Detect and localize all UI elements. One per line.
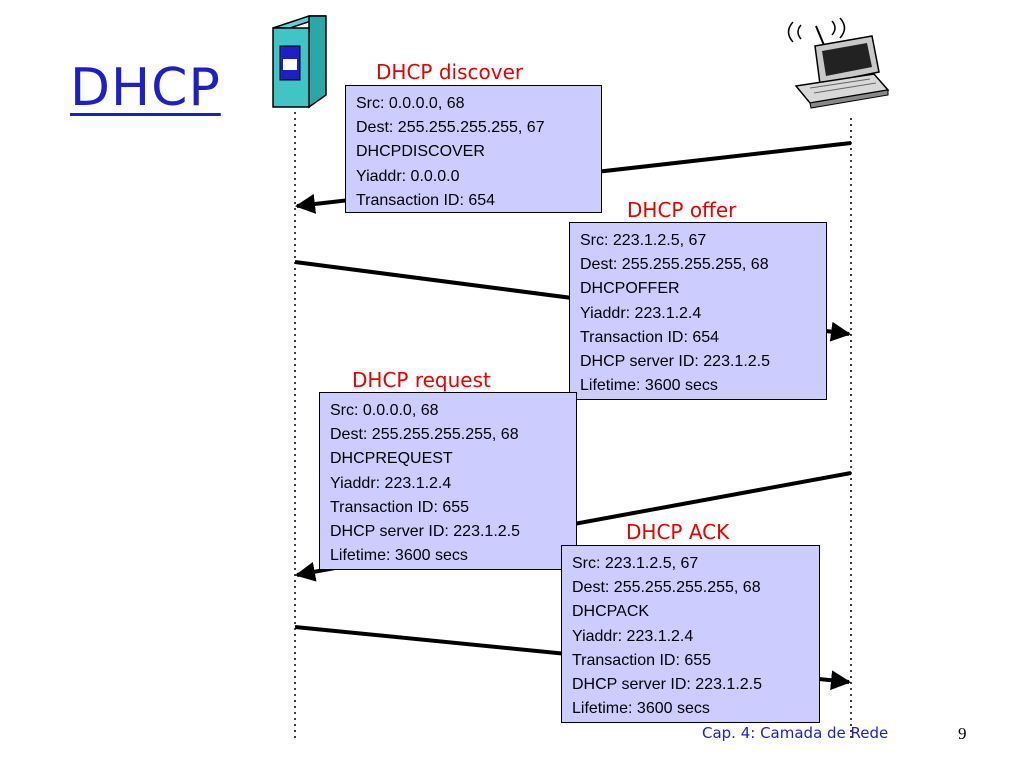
ack-message-box: Src: 223.1.2.5, 67 Dest: 255.255.255.255… — [561, 545, 820, 723]
ack-field: DHCPACK — [572, 603, 650, 621]
ack-field: Transaction ID: 655 — [572, 651, 712, 669]
offer-field: Transaction ID: 654 — [580, 328, 720, 346]
server-tower-icon — [272, 15, 327, 109]
discover-field: Dest: 255.255.255.255, 67 — [356, 119, 545, 137]
discover-field: DHCPDISCOVER — [356, 143, 485, 161]
footer-chapter: Cap. 4: Camada de Rede — [702, 724, 889, 742]
request-field: Dest: 255.255.255.255, 68 — [330, 426, 519, 444]
request-field: DHCP server ID: 223.1.2.5 — [330, 523, 521, 541]
ack-field: Src: 223.1.2.5, 67 — [572, 555, 699, 572]
ack-field: Yiaddr: 223.1.2.4 — [572, 627, 694, 645]
wireless-laptop-icon — [787, 17, 890, 109]
discover-field: Src: 0.0.0.0, 68 — [356, 95, 465, 112]
request-field: Src: 0.0.0.0, 68 — [330, 402, 439, 419]
offer-message-box: Src: 223.1.2.5, 67 Dest: 255.255.255.255… — [569, 222, 827, 400]
slide-title: DHCP — [70, 58, 221, 118]
discover-label: DHCP discover — [376, 60, 524, 84]
ack-field: DHCP server ID: 223.1.2.5 — [572, 676, 763, 694]
offer-field: DHCP server ID: 223.1.2.5 — [580, 353, 771, 371]
discover-field: Yiaddr: 0.0.0.0 — [356, 167, 460, 185]
offer-field: Src: 223.1.2.5, 67 — [580, 232, 707, 249]
ack-field: Dest: 255.255.255.255, 68 — [572, 579, 761, 597]
discover-message-box: Src: 0.0.0.0, 68 Dest: 255.255.255.255, … — [345, 85, 602, 213]
offer-label: DHCP offer — [627, 198, 737, 222]
ack-label: DHCP ACK — [626, 520, 730, 544]
request-field: Lifetime: 3600 secs — [330, 547, 468, 565]
page-number: 9 — [958, 724, 967, 743]
offer-field: Dest: 255.255.255.255, 68 — [580, 256, 769, 274]
offer-field: Yiaddr: 223.1.2.4 — [580, 304, 702, 322]
request-message-box: Src: 0.0.0.0, 68 Dest: 255.255.255.255, … — [319, 392, 577, 570]
request-label: DHCP request — [352, 368, 491, 392]
offer-field: DHCPOFFER — [580, 280, 680, 298]
request-field: Transaction ID: 655 — [330, 498, 470, 516]
ack-field: Lifetime: 3600 secs — [572, 700, 710, 718]
request-field: DHCPREQUEST — [330, 450, 453, 468]
offer-field: Lifetime: 3600 secs — [580, 377, 718, 395]
discover-field: Transaction ID: 654 — [356, 191, 496, 209]
request-field: Yiaddr: 223.1.2.4 — [330, 474, 452, 492]
